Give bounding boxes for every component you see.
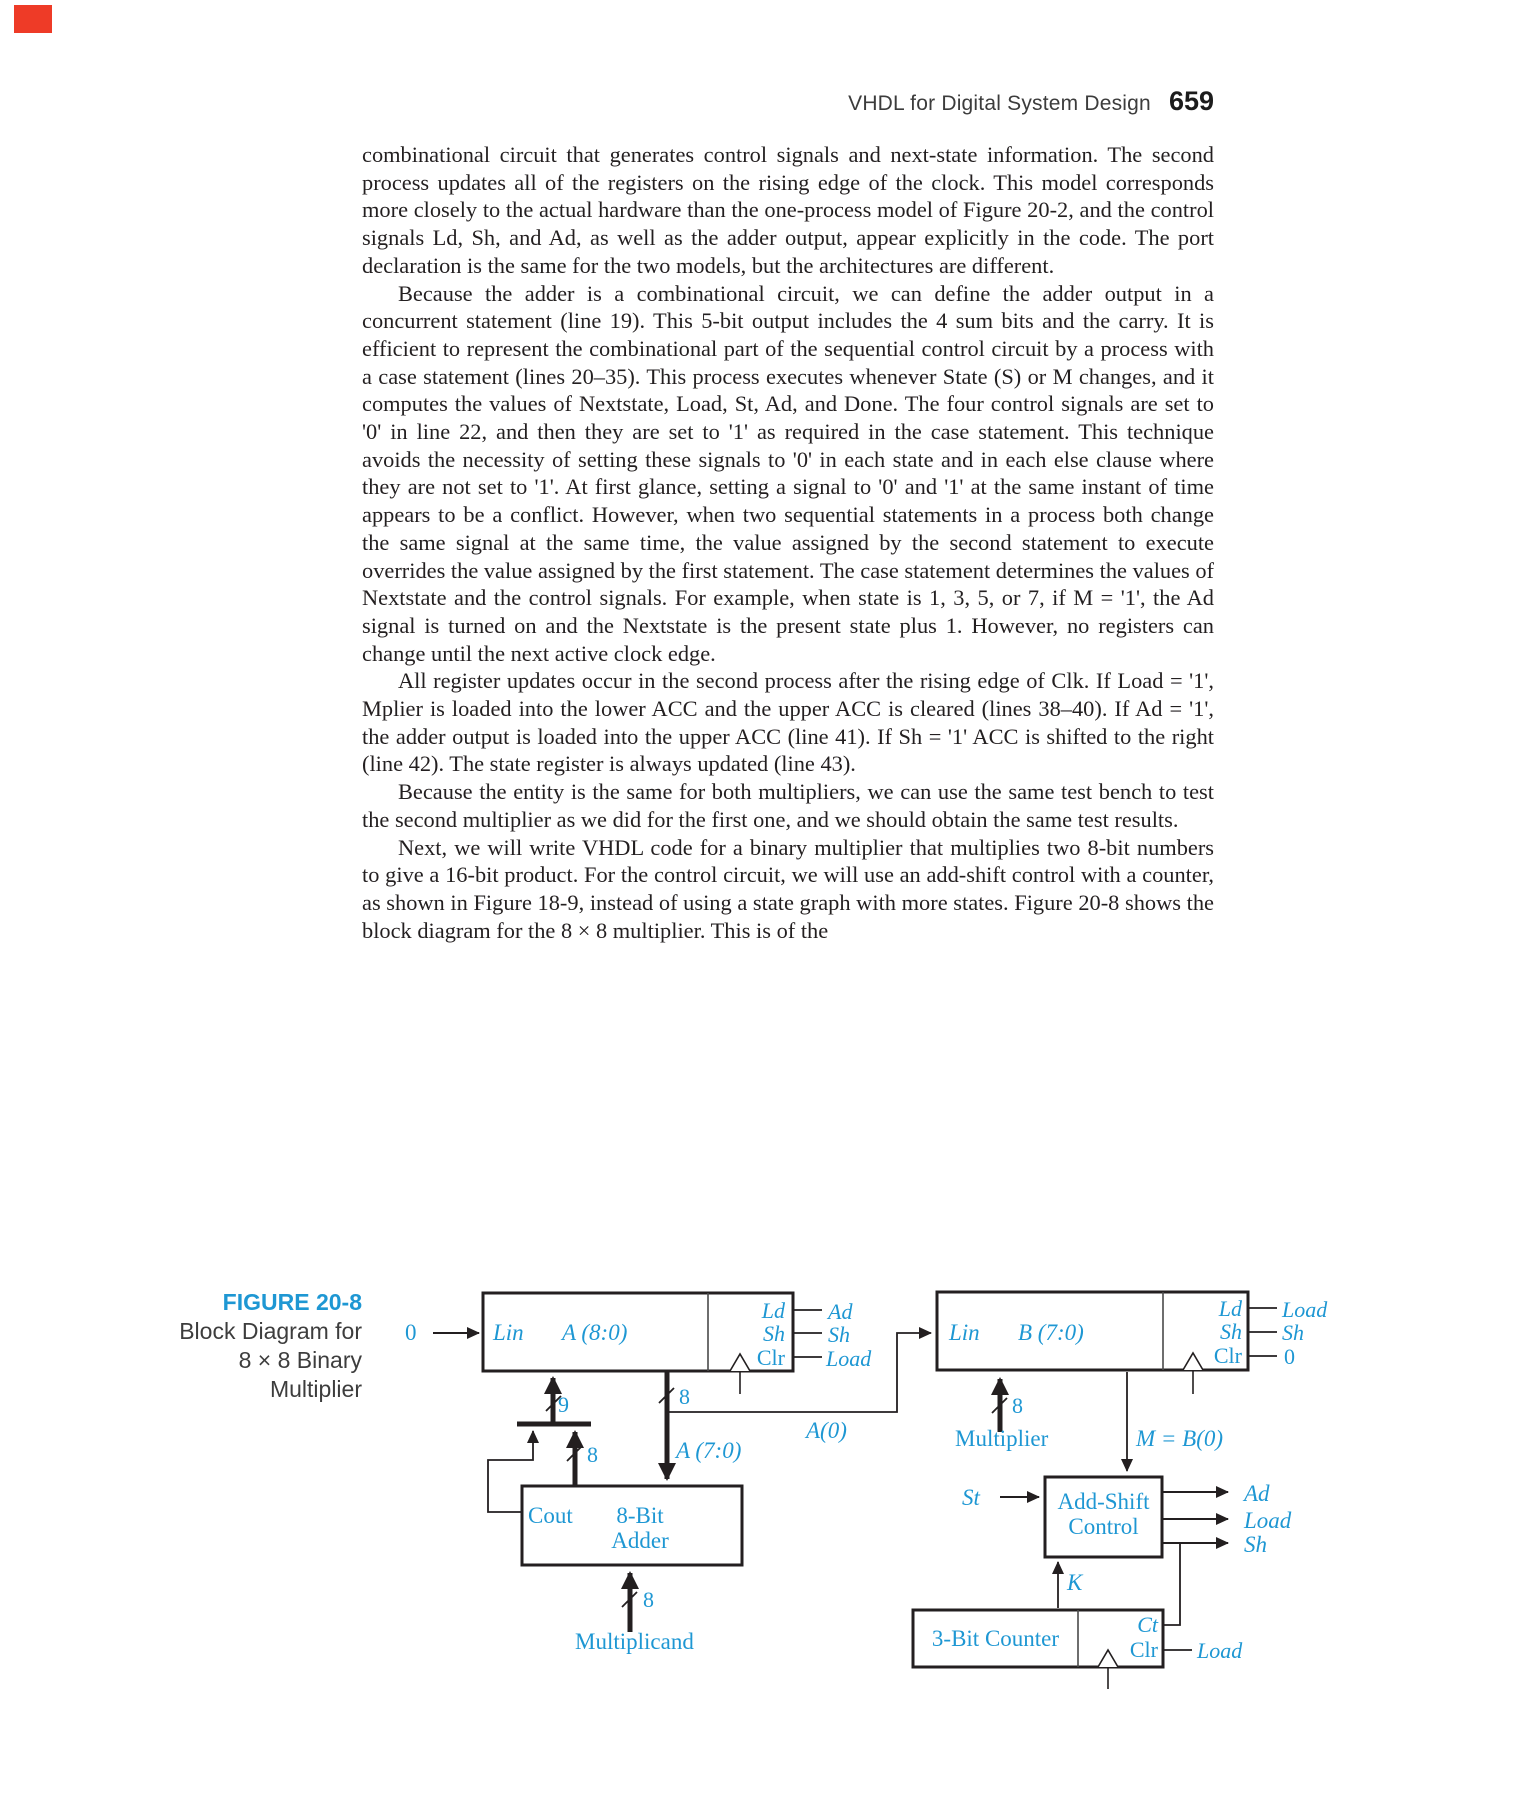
caption-line: Block Diagram for <box>179 1318 362 1344</box>
bus-width-8: 8 <box>1012 1393 1023 1418</box>
bus-width-slash <box>621 1591 638 1608</box>
a-register-box <box>481 1291 795 1373</box>
paragraph: combinational circuit that generates con… <box>362 142 1214 278</box>
caption-line: Multiplier <box>269 1376 362 1402</box>
caption-line: 8 × 8 Binary <box>238 1347 362 1373</box>
m-label: M = B(0) <box>1136 1426 1224 1451</box>
counter-clock-wedge-icon <box>1097 1648 1119 1668</box>
paragraph: All register updates occur in the second… <box>362 668 1214 777</box>
multiplicand-label: Multiplicand <box>575 1629 694 1654</box>
cout-wire <box>487 1430 539 1513</box>
page-number: 659 <box>1168 86 1214 116</box>
counter-box <box>911 1608 1165 1669</box>
paragraph: Because the entity is the same for both … <box>362 779 1214 832</box>
cout-label: Cout <box>528 1503 573 1528</box>
b-lin-label: Lin <box>949 1320 980 1345</box>
bus-width-slash <box>566 1445 583 1462</box>
a0-wire <box>667 1327 932 1413</box>
chapter-title: VHDL for Digital System Design <box>848 92 1151 115</box>
control-out-load: Load <box>1244 1508 1292 1533</box>
figure-caption: FIGURE 20-8 Block Diagram for 8 × 8 Bina… <box>140 1288 362 1404</box>
b-register-name: B (7:0) <box>1018 1320 1084 1345</box>
paragraph: Next, we will write VHDL code for a bina… <box>362 834 1214 943</box>
b-signal-zero: 0 <box>1284 1344 1295 1369</box>
control-name-line2: Control <box>1068 1514 1139 1539</box>
b-signal-load: Load <box>1282 1297 1328 1322</box>
bus-width-8: 8 <box>643 1587 654 1612</box>
b-port-clr: Clr <box>1213 1343 1242 1368</box>
control-out-ad: Ad <box>1244 1481 1270 1506</box>
sh-to-ct-wire <box>1163 1543 1181 1626</box>
counter-port-ct: Ct <box>1137 1612 1158 1637</box>
a-clock-wedge-icon <box>729 1352 751 1372</box>
body-text: combinational circuit that generates con… <box>362 141 1214 944</box>
figure-label: FIGURE 20-8 <box>222 1289 362 1315</box>
k-label: K <box>1067 1570 1083 1595</box>
b-signal-sh: Sh <box>1282 1320 1304 1345</box>
st-label: St <box>962 1485 980 1510</box>
bus-width-9: 9 <box>558 1392 569 1417</box>
page-corner-marker <box>14 5 52 33</box>
counter-name: 3-Bit Counter <box>931 1626 1060 1651</box>
counter-port-clr: Clr <box>1129 1637 1158 1662</box>
control-name-line1: Add-Shift <box>1057 1489 1150 1514</box>
bus-width-slash <box>545 1395 562 1412</box>
adder-name-line2: Adder <box>611 1528 669 1553</box>
a-register-name: A (8:0) <box>562 1320 628 1345</box>
a-signal-load: Load <box>826 1346 872 1371</box>
bus-width-slash <box>658 1387 675 1404</box>
a-lin-label: Lin <box>493 1320 524 1345</box>
a-signal-ad: Ad <box>828 1299 853 1324</box>
running-header: VHDL for Digital System Design 659 <box>362 86 1214 117</box>
paragraph: Because the adder is a combinational cir… <box>362 280 1215 666</box>
adder-box <box>520 1484 744 1567</box>
multiplier-label: Multiplier <box>955 1426 1049 1451</box>
bus-width-8: 8 <box>679 1384 690 1409</box>
a0-label: A(0) <box>806 1418 847 1443</box>
b-port-ld: Ld <box>1218 1296 1242 1321</box>
adder-name-line1: 8-Bit <box>616 1503 664 1528</box>
zero-input-label: 0 <box>405 1320 417 1345</box>
a-signal-sh: Sh <box>828 1322 850 1347</box>
a-bus-label: A (7:0) <box>676 1438 742 1463</box>
b-clock-wedge-icon <box>1182 1351 1204 1371</box>
a-port-clr: Clr <box>756 1345 785 1370</box>
b-register-box <box>935 1290 1250 1372</box>
bus-width-slash <box>991 1397 1008 1414</box>
a-port-sh: Sh <box>763 1321 785 1346</box>
counter-clr-signal: Load <box>1197 1638 1243 1663</box>
b-port-sh: Sh <box>1220 1319 1242 1344</box>
a-port-ld: Ld <box>761 1298 785 1323</box>
control-out-sh: Sh <box>1244 1532 1267 1557</box>
bus-width-8: 8 <box>587 1442 598 1467</box>
add-shift-control-box <box>1043 1475 1164 1559</box>
